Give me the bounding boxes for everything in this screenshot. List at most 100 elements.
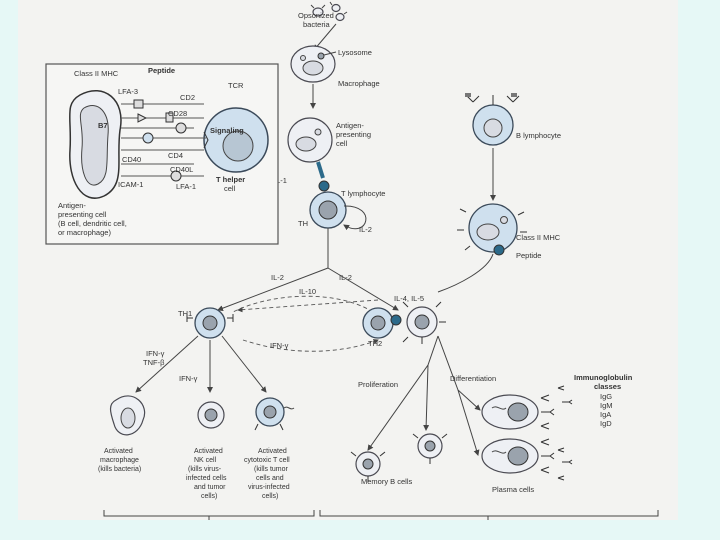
b-lymphocyte-cell: [472, 104, 514, 146]
th2-cell: [362, 307, 402, 339]
svg-text:Activated: Activated: [258, 448, 287, 455]
act-mac-label-3: (kills bacteria): [98, 466, 141, 473]
inset-lfa1-label: LFA-1: [176, 182, 196, 191]
activated-b-cell: [402, 301, 446, 344]
inset-apc-caption-3: (B cell, dendritic cell,: [58, 219, 127, 228]
svg-text:IFN-γ: IFN-γ: [146, 349, 165, 358]
act-nk-label-3: (kills virus-: [188, 466, 222, 473]
memory-b-cell-1: [350, 451, 386, 482]
svg-text:virus-infected: virus-infected: [248, 484, 290, 491]
antigen-presenting-cell: [287, 117, 333, 163]
svg-text:Antigen-: Antigen-: [58, 201, 86, 210]
svg-text:(kills bacteria): (kills bacteria): [98, 466, 141, 473]
act-nk-label-6: cells): [201, 493, 217, 500]
inset-cd40l-label: CD40L: [170, 165, 193, 174]
act-nk-label-1: Activated: [194, 448, 223, 455]
ig-class-igg: IgG: [600, 392, 612, 401]
svg-text:cell: cell: [336, 139, 348, 148]
inset-cell-label: cell: [224, 184, 236, 193]
plasma-cell-1: [481, 394, 539, 430]
svg-text:Activated: Activated: [104, 448, 133, 455]
ig-class-igd: IgD: [600, 419, 612, 428]
svg-text:macrophage: macrophage: [100, 457, 139, 464]
il2-left-label: IL-2: [271, 273, 284, 282]
inset-peptide-label: Peptide: [148, 66, 175, 75]
svg-text:and tumor: and tumor: [194, 484, 226, 491]
inset-b7-label: B7: [98, 121, 108, 130]
ig-class-igm: IgM: [600, 401, 613, 410]
svg-text:IgD: IgD: [600, 419, 612, 428]
opsonized-label-1: Opsonized: [298, 11, 334, 20]
proliferation-arrow-2: [423, 364, 430, 431]
act-ctl-label-6: cells): [262, 493, 278, 500]
act-nk-label-5: and tumor: [194, 484, 226, 491]
th2-label: TH2: [368, 339, 382, 348]
ifn-gamma-mid-label: IFN-γ: [270, 341, 289, 350]
th2-brace: [319, 510, 659, 520]
act-nk-label-4: infected cells: [186, 475, 227, 482]
il2-right-label: IL-2: [339, 273, 352, 282]
svg-text:cells): cells): [201, 493, 217, 500]
svg-text:Opsonized: Opsonized: [298, 11, 334, 20]
inset-apc-caption-1: Antigen-: [58, 201, 86, 210]
svg-text:infected cells: infected cells: [186, 475, 227, 482]
bacteria-arrow: [313, 23, 337, 51]
activated-ctl-cell: [254, 397, 295, 431]
th1-to-macrophage-arrow: [135, 335, 199, 393]
act-ctl-label-2: cytotoxic T cell: [244, 457, 290, 464]
ig-classes-title-1: Immunoglobulin: [574, 373, 633, 382]
opsonized-label-2: bacteria: [303, 20, 331, 29]
il4-il5-label: IL-4, IL-5: [394, 294, 424, 303]
svg-text:cytotoxic T cell: cytotoxic T cell: [244, 457, 290, 464]
inset-lfa3-label: LFA-3: [118, 87, 138, 96]
memory-b-cells-label: Memory B cells: [361, 477, 413, 486]
ifn-tnf-label-2: TNF-β: [143, 358, 165, 367]
inset-t-helper-label: T helper: [216, 175, 245, 184]
apc-label-2: presenting: [336, 130, 371, 139]
peptide-right-label: Peptide: [516, 251, 541, 260]
inset-tcr-label: TCR: [228, 81, 244, 90]
svg-text:classes: classes: [594, 382, 621, 391]
inset-cd40-label: CD40: [122, 155, 141, 164]
act-mac-label-2: macrophage: [100, 457, 139, 464]
differentiation-arrow-2: [457, 389, 480, 456]
inset-cd28-label: CD28: [168, 109, 187, 118]
apc-label-3: cell: [336, 139, 348, 148]
inset-icam1-label: ICAM-1: [118, 180, 143, 189]
antibody-icons: [540, 385, 573, 481]
th1-to-ctl-arrow: [221, 335, 267, 393]
ifn-tnf-label-1: IFN-γ: [146, 349, 165, 358]
b-cell-presenting: [468, 203, 518, 256]
act-ctl-label-1: Activated: [258, 448, 287, 455]
act-ctl-label-4: cells and: [256, 475, 284, 482]
ifn-gamma-low-label: IFN-γ: [179, 374, 198, 383]
il1-label: IL-1: [274, 176, 287, 185]
b-cell-receptors-icon: [465, 93, 520, 105]
th1-cell: [194, 307, 226, 339]
il2-autocrine-loop: [343, 205, 367, 231]
activated-nk-cell: [197, 401, 225, 429]
ig-class-iga: IgA: [600, 410, 611, 419]
figure-page: Opsonized bacteria Lysosome Macrophage A…: [18, 0, 678, 520]
immune-response-diagram: Opsonized bacteria Lysosome Macrophage A…: [45, 1, 659, 520]
svg-text:presenting: presenting: [336, 130, 371, 139]
inset-cd4-label: CD4: [168, 151, 183, 160]
lysosome-label: Lysosome: [338, 48, 372, 57]
svg-text:cells): cells): [262, 493, 278, 500]
apc-label-1: Antigen-: [336, 121, 364, 130]
th1-label: TH1: [178, 309, 192, 318]
svg-text:NK cell: NK cell: [194, 457, 217, 464]
svg-text:presenting cell: presenting cell: [58, 210, 107, 219]
svg-text:(B cell, dendritic cell,: (B cell, dendritic cell,: [58, 219, 127, 228]
inset-signaling-label: Signaling: [210, 126, 244, 135]
activated-macrophage-cell: [109, 395, 146, 436]
th-label: TH: [298, 219, 308, 228]
opsonized-bacteria-icon: [310, 1, 348, 22]
il10-label: IL-10: [299, 287, 316, 296]
svg-text:TNF-β: TNF-β: [143, 358, 165, 367]
t-lymphocyte-cell: [309, 180, 347, 229]
class-ii-mhc-right-label: Class II MHC: [516, 233, 561, 242]
differentiation-label: Differentiation: [450, 374, 496, 383]
inset-costimulation-box: [45, 63, 279, 245]
inset-cd2-label: CD2: [180, 93, 195, 102]
